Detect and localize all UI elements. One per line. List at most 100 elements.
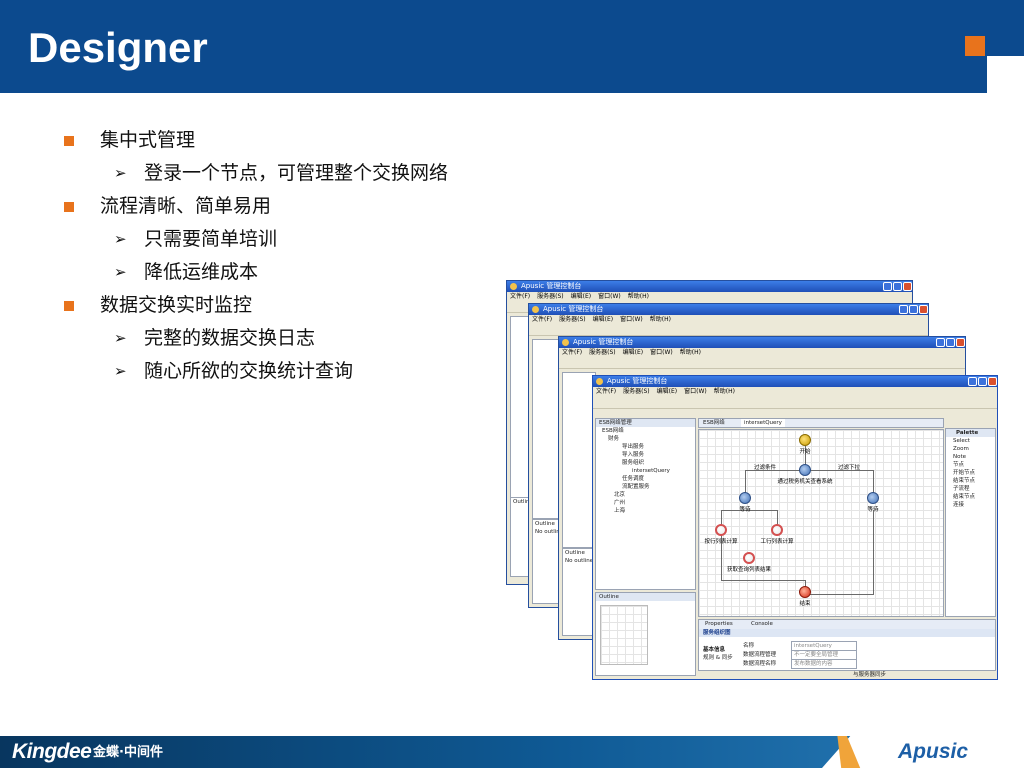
palette-item[interactable]: 节点 <box>953 462 965 468</box>
bullet-list: 集中式管理 ➢登录一个节点，可管理整个交换网络 流程清晰、简单易用 ➢只需要简单… <box>62 126 448 390</box>
header-bar: Designer <box>0 0 1024 93</box>
end-node-icon[interactable] <box>799 586 811 598</box>
tree-item[interactable]: 导入服务 <box>622 452 645 458</box>
maximize-button[interactable] <box>909 305 918 314</box>
sub-bullet-item: ➢ 登录一个节点，可管理整个交换网络 <box>62 159 448 192</box>
sub-bullet-text: 完整的数据交换日志 <box>144 327 316 349</box>
tree-item[interactable]: 服务组织 <box>622 460 645 466</box>
maximize-button[interactable] <box>893 282 902 291</box>
edge-label: 过滤条件 <box>753 465 777 471</box>
tree-item[interactable]: 广州 <box>614 500 626 506</box>
bullet-text: 集中式管理 <box>100 129 196 151</box>
slide-title: Designer <box>28 24 208 71</box>
node-label: 结束 <box>799 601 811 607</box>
task-node-icon[interactable] <box>739 492 751 504</box>
palette-item[interactable]: Zoom <box>953 446 969 452</box>
menu-bar: 文件(F)服务器(S)编辑(E)窗口(W)帮助(H) <box>559 348 965 358</box>
task-node-icon[interactable] <box>771 524 783 536</box>
sub-bullet-item: ➢完整的数据交换日志 <box>62 324 448 357</box>
node-label: 获取查询列表结果 <box>726 567 772 573</box>
bullet-text: 数据交换实时监控 <box>100 294 253 316</box>
tree-item[interactable]: 流配置服务 <box>622 484 650 490</box>
tree-panel: ESB网络管理 ESB网络 财务 导出服务 导入服务 服务组织 interset… <box>595 418 696 590</box>
decor-square-orange <box>965 36 985 56</box>
app-icon <box>532 306 539 313</box>
menu-bar: 文件(F)服务器(S)编辑(E)窗口(W)帮助(H) <box>529 315 928 325</box>
palette-item[interactable]: 结束节点 <box>953 478 976 484</box>
palette-item[interactable]: Select <box>953 438 970 444</box>
arrow-bullet-icon: ➢ <box>114 164 127 182</box>
palette-item[interactable]: 子流程 <box>953 486 970 492</box>
start-node-icon[interactable] <box>799 434 811 446</box>
tree-item[interactable]: 任务调度 <box>622 476 645 482</box>
arrow-bullet-icon: ➢ <box>114 362 127 380</box>
bullet-item: 数据交换实时监控 <box>62 291 448 324</box>
footer-bar: Kingdee 金蝶·中间件 Apusic <box>0 736 1024 768</box>
properties-section[interactable]: 规则 & 同步 <box>703 655 733 661</box>
palette-title: Palette <box>946 429 995 437</box>
task-node-icon[interactable] <box>715 524 727 536</box>
editor-tabs: ESB网络 intersetQuery <box>698 418 944 428</box>
console-tab[interactable]: Console <box>751 621 773 627</box>
properties-heading: 服务组织图 <box>699 629 995 637</box>
tree-item[interactable]: 上海 <box>614 508 626 514</box>
close-button[interactable] <box>903 282 912 291</box>
palette-panel: Palette Select Zoom Note 节点 开始节点 结束节点 子流… <box>945 428 996 617</box>
field-label: 数据流程管理 <box>743 652 777 658</box>
tree-item[interactable]: 导出服务 <box>622 444 645 450</box>
bullet-text: 流程清晰、简单易用 <box>100 195 272 217</box>
tree-item[interactable]: 北京 <box>614 492 626 498</box>
close-button[interactable] <box>956 338 965 347</box>
close-button[interactable] <box>919 305 928 314</box>
sub-bullet-text: 随心所欲的交换统计查询 <box>144 360 354 382</box>
node-label: 开始 <box>799 449 811 455</box>
maximize-button[interactable] <box>946 338 955 347</box>
status-bar-text: 与服务器同步 <box>853 672 887 678</box>
outline-thumbnail[interactable] <box>600 605 648 665</box>
minimize-button[interactable] <box>899 305 908 314</box>
tree-item[interactable]: 财务 <box>608 436 620 442</box>
square-bullet-icon <box>64 136 74 146</box>
edge-label: 过滤下拉 <box>837 465 861 471</box>
node-label: 等待 <box>867 507 879 513</box>
square-bullet-icon <box>64 202 74 212</box>
minimize-button[interactable] <box>936 338 945 347</box>
bullet-item: 流程清晰、简单易用 <box>62 192 448 225</box>
tree-item[interactable]: intersetQuery <box>632 468 670 474</box>
tree-panel <box>562 372 596 548</box>
arrow-bullet-icon: ➢ <box>114 230 127 248</box>
app-icon <box>562 339 569 346</box>
kingdee-logo: Kingdee <box>12 740 92 763</box>
minimize-button[interactable] <box>883 282 892 291</box>
sub-bullet-text: 登录一个节点，可管理整个交换网络 <box>144 162 449 184</box>
palette-item[interactable]: Note <box>953 454 967 460</box>
screenshot-window-main: Apusic 管理控制台 文件(F)服务器(S)编辑(E)窗口(W)帮助(H) … <box>592 375 998 680</box>
properties-section[interactable]: 基本信息 <box>703 647 726 653</box>
toolbar <box>529 325 928 336</box>
tree-tab[interactable]: ESB网络管理 <box>596 419 695 427</box>
properties-tab[interactable]: Properties <box>705 621 733 627</box>
node-label: 通过税务机关查看系统 <box>777 479 833 485</box>
maximize-button[interactable] <box>978 377 987 386</box>
flow-canvas[interactable]: 过滤条件 过滤下拉 开始 通过税务机关查看系统 等待 等待 按行列表计算 工行列… <box>698 429 944 617</box>
close-button[interactable] <box>988 377 997 386</box>
palette-item[interactable]: 结束节点 <box>953 494 976 500</box>
minimize-button[interactable] <box>968 377 977 386</box>
task-node-icon[interactable] <box>867 492 879 504</box>
field-label: 数据流程名称 <box>743 661 777 667</box>
task-node-icon[interactable] <box>743 552 755 564</box>
palette-item[interactable]: 连接 <box>953 502 965 508</box>
flow-name-field[interactable]: 发布数据的内容 <box>791 659 857 669</box>
tree-item[interactable]: ESB网络 <box>602 428 624 434</box>
node-label: 按行列表计算 <box>704 539 738 545</box>
editor-tab[interactable]: ESB网络 <box>703 420 725 426</box>
palette-item[interactable]: 开始节点 <box>953 470 976 476</box>
tree-panel <box>532 339 560 519</box>
outline-tab[interactable]: Outline <box>596 593 695 601</box>
field-label: 名称 <box>743 643 755 649</box>
app-icon <box>510 283 517 290</box>
task-node-icon[interactable] <box>799 464 811 476</box>
editor-tab-active[interactable]: intersetQuery <box>741 419 785 427</box>
